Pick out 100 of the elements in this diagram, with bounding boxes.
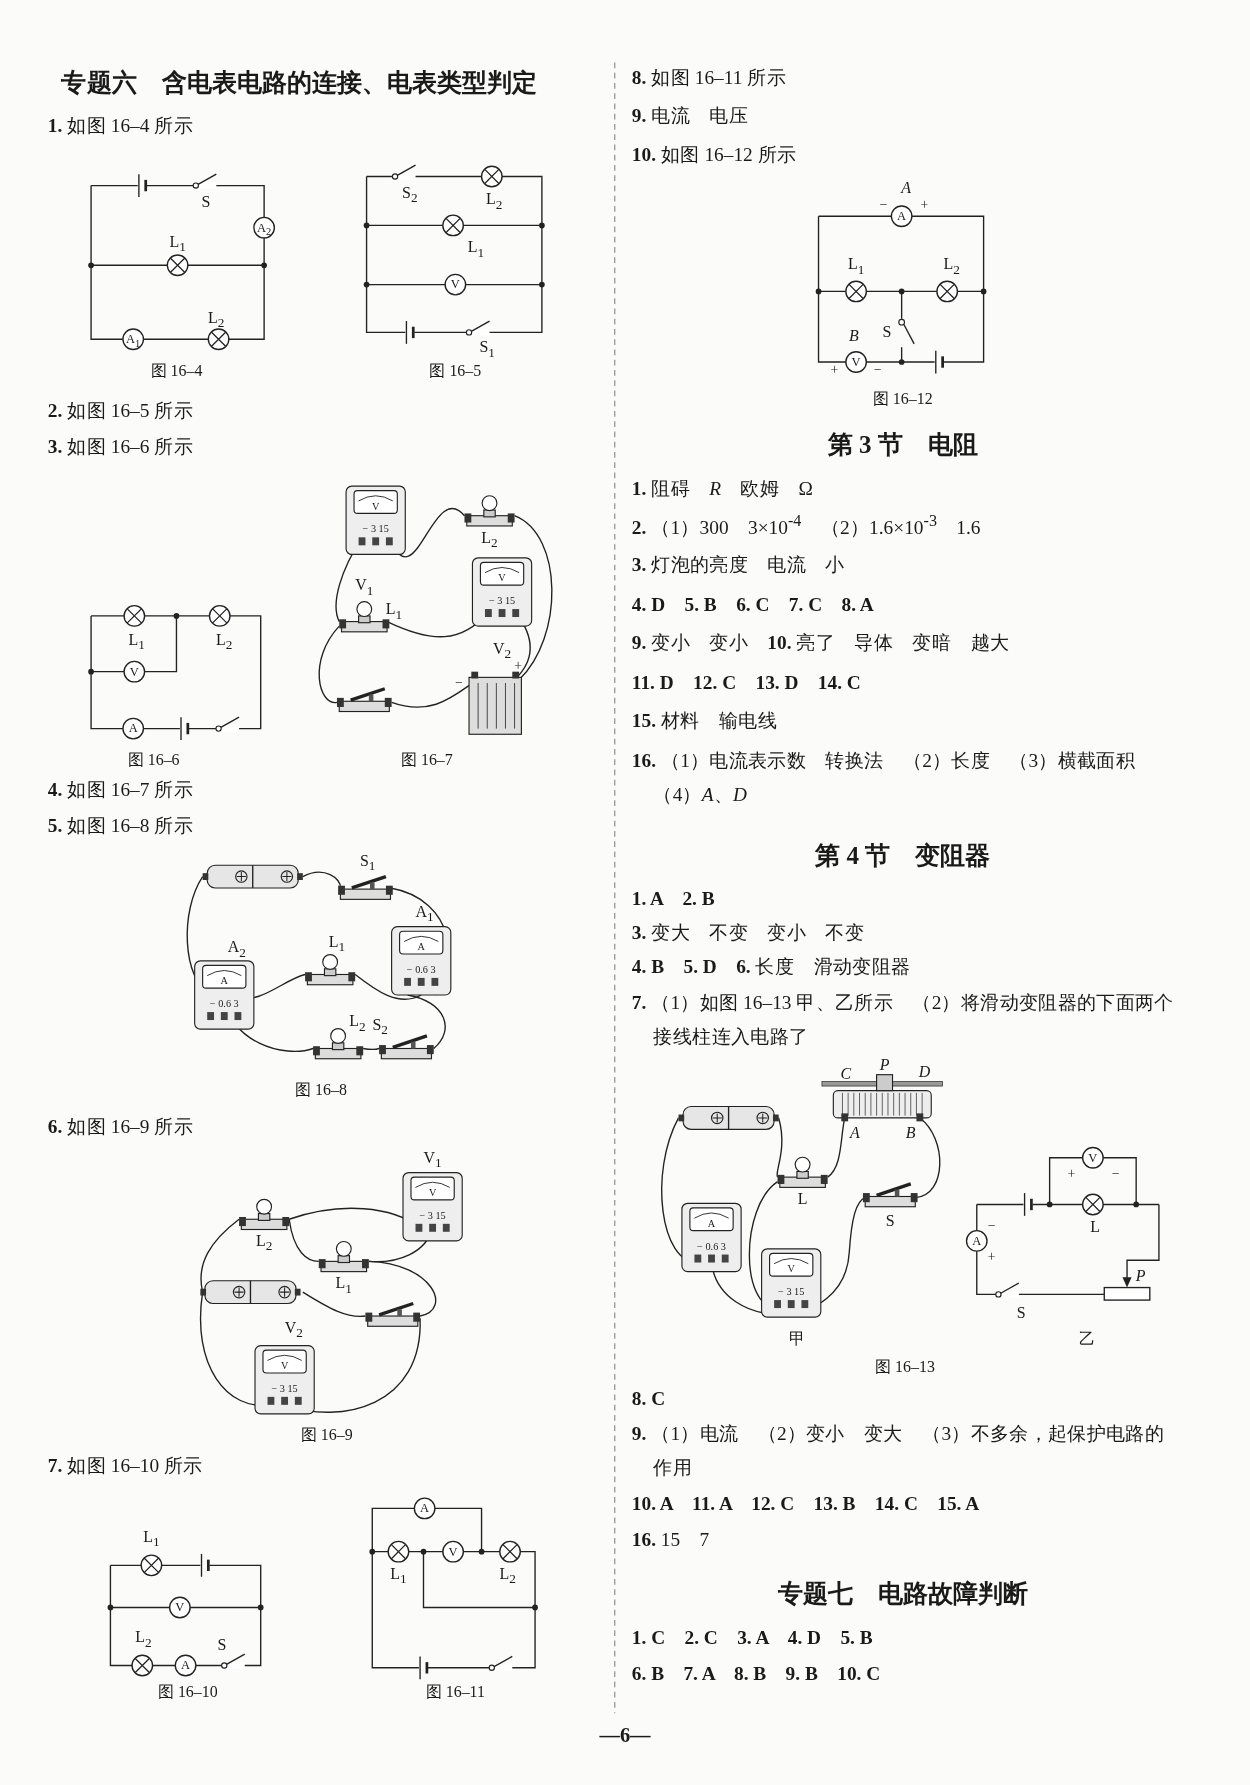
answer-text: 16. （1）电流表示数 转换法 （2）长度 （3）横截面积（4）A、D [631, 749, 1136, 808]
component-label: L$_{2}$ [255, 1232, 273, 1252]
answer-text: 10. A 11. A 12. C 13. B 14. C 15. A [631, 1492, 980, 1516]
figure-caption: 图 16–11 [425, 1683, 485, 1703]
component-label: S [201, 193, 211, 213]
polarity-sign: − [987, 1217, 996, 1235]
component-label: L$_{2}$ [943, 255, 960, 275]
terminal-label: − 0.6 3 [406, 963, 436, 977]
answer-text: 1. 阻碍 R 欧姆 Ω [631, 478, 813, 502]
answer-text: 7. 如图 16–10 所示 [47, 1454, 203, 1479]
answer-text: 3. 如图 16–6 所示 [47, 436, 193, 460]
answer-text: 6. B 7. A 8. B 9. B 10. C [631, 1663, 881, 1687]
answer-text: 3. 变大 不变 变小 不变 [631, 922, 865, 946]
figure-caption: 图 16–4 [150, 362, 203, 382]
answer-text: 6. 如图 16–9 所示 [47, 1115, 193, 1139]
component-label: S$_{1}$ [359, 852, 376, 872]
meter-symbol-letter: V [851, 354, 861, 370]
component-label: V$_{1}$ [355, 576, 374, 596]
component-label: S [882, 322, 892, 342]
answer-text: 3. 灯泡的亮度 电流 小 [631, 554, 845, 578]
component-label: L$_{1}$ [467, 238, 485, 258]
meter-symbol-letter: A [897, 208, 907, 224]
polarity-sign: − [873, 361, 882, 379]
meter-dial-letter: V [498, 572, 506, 585]
component-label: L$_{1}$ [328, 933, 346, 953]
answer-text: 4. D 5. B 6. C 7. C 8. A [631, 594, 874, 618]
answer-text: 2. （1）300 3×10$^{-4}$ （2）1.6×10$^{-3}$ 1.6 [631, 516, 981, 541]
figure-caption: 图 16–5 [429, 362, 482, 382]
component-label: L$_{2}$ [481, 528, 498, 549]
answer-text: 15. 材料 输电线 [631, 710, 777, 734]
component-label: L [1090, 1218, 1101, 1238]
component-label: L$_{2}$ [499, 1564, 516, 1584]
component-label: S [217, 1636, 227, 1656]
figure-caption: 乙 [1079, 1330, 1096, 1350]
meter-dial-letter: A [417, 941, 425, 954]
component-label: L$_{1}$ [385, 600, 403, 620]
terminal-label: − 3 15 [488, 594, 516, 608]
component-label: L$_{1}$ [169, 232, 186, 253]
polarity-sign: − [1111, 1165, 1120, 1182]
page-number: —6— [599, 1723, 651, 1749]
component-label: L$_{2}$ [135, 1628, 152, 1648]
answer-text: 1. 如图 16–4 所示 [47, 115, 193, 139]
answer-text: 16. 15 7 [631, 1528, 710, 1553]
component-label: L [797, 1190, 808, 1210]
component-label: B [905, 1124, 916, 1144]
meter-symbol-letter: A [420, 1500, 430, 1516]
terminal-label: − 0.6 3 [697, 1240, 726, 1253]
component-label: V$_{1}$ [423, 1149, 442, 1169]
terminal-label: − 3 15 [419, 1209, 446, 1222]
answer-text: 4. 如图 16–7 所示 [47, 778, 193, 802]
answer-text: 9. 变小 变小 10. 亮了 导体 变暗 越大 [631, 631, 1010, 656]
answer-text: 10. 如图 16–12 所示 [631, 143, 797, 167]
component-label: S$_{2}$ [372, 1016, 388, 1036]
meter-dial-letter: V [372, 500, 380, 513]
component-label: S [885, 1211, 895, 1232]
answer-text: 2. 如图 16–5 所示 [47, 399, 193, 423]
component-label: D [918, 1062, 931, 1082]
figure-caption: 图 16–6 [127, 750, 180, 770]
meter-symbol-letter: V [175, 1599, 185, 1615]
terminal-label: − 3 15 [362, 523, 389, 536]
meter-symbol-letter: V [129, 664, 139, 680]
component-label: A [901, 179, 912, 199]
component-label: S [1016, 1304, 1026, 1324]
meter-dial-letter: V [787, 1263, 795, 1276]
terminal-label: − 3 15 [778, 1285, 805, 1299]
page-title: 专题六 含电表电路的连接、电表类型判定 [61, 68, 538, 99]
meter-symbol-letter: V [448, 1544, 458, 1560]
component-label: L$_{2}$ [208, 309, 225, 329]
meter-symbol-letter: A [972, 1233, 982, 1249]
component-label: P [1135, 1267, 1146, 1287]
meter-dial-letter: V [428, 1186, 437, 1200]
component-label: S$_{2}$ [402, 183, 418, 204]
answer-text: 1. A 2. B [631, 888, 715, 912]
component-label: B [848, 327, 859, 347]
figure-caption: 图 16–10 [157, 1683, 218, 1703]
section-heading: 专题七 电路故障判断 [777, 1578, 1028, 1609]
figure-caption: 甲 [788, 1330, 805, 1350]
meter-symbol-letter: V [1088, 1150, 1098, 1166]
figure-caption: 图 16–8 [295, 1081, 347, 1101]
component-label: S$_{1}$ [479, 338, 495, 358]
answer-text: 1. C 2. C 3. A 4. D 5. B [631, 1626, 873, 1651]
component-label: L$_{1}$ [335, 1274, 352, 1294]
figure-caption: 图 16–7 [401, 750, 453, 770]
component-label: L$_{2}$ [485, 190, 503, 210]
meter-dial-letter: A [220, 975, 228, 988]
figure-caption: 图 16–9 [300, 1426, 353, 1446]
polarity-sign: + [514, 657, 522, 675]
component-label: A [850, 1124, 860, 1144]
answer-text: 7. （1）如图 16–13 甲、乙所示 （2）将滑动变阻器的下面两个接线柱连入电路了 [631, 990, 1175, 1050]
answer-text: 8. 如图 16–11 所示 [631, 67, 786, 91]
polarity-sign: + [920, 196, 929, 214]
polarity-sign: + [830, 361, 839, 379]
component-label: L$_{2}$ [216, 631, 233, 651]
terminal-label: − 0.6 3 [209, 997, 239, 1011]
meter-symbol-letter: A [181, 1658, 191, 1674]
component-label: L$_{1}$ [847, 255, 865, 275]
meter-symbol-letter: A$_{1}$ [126, 331, 141, 347]
component-label: L$_{1}$ [390, 1564, 407, 1584]
component-label: L$_{1}$ [143, 1528, 160, 1548]
component-label: P [879, 1056, 890, 1076]
